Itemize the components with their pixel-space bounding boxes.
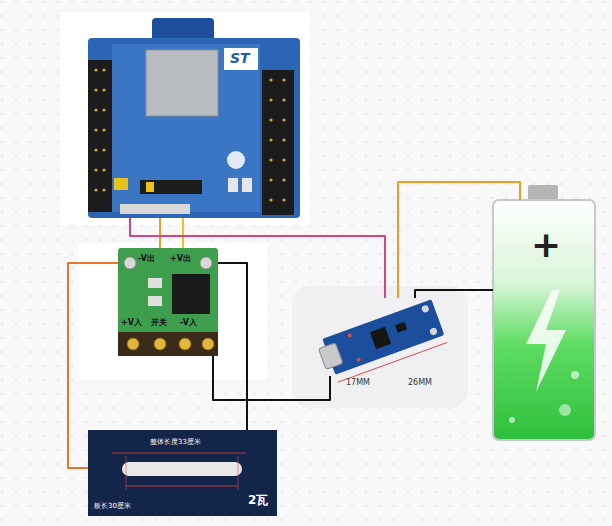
dimension-label: 17MM: [346, 378, 370, 387]
pin-label: -V入: [180, 318, 197, 327]
pin-label: +V出: [170, 254, 191, 263]
wire: [159, 218, 161, 248]
pin-label: 开关: [151, 318, 167, 327]
power-module: -V出 +V出 +V入开关 -V入: [118, 248, 218, 356]
battery-picture: [493, 185, 595, 440]
battery: +: [493, 200, 595, 440]
wire: [182, 218, 184, 248]
wire: [130, 218, 385, 298]
logo-text: ST: [230, 50, 250, 66]
wire: [218, 263, 247, 430]
wire: [213, 356, 330, 400]
polarity-sign: +: [531, 224, 561, 265]
led-strip-picture: [88, 430, 277, 516]
dimension-label: 板长30厘米: [94, 502, 131, 510]
power-label: 2瓦: [248, 494, 268, 508]
pin-label: -V出: [138, 254, 155, 263]
wire: [398, 182, 520, 298]
mcu-board-picture: [60, 12, 310, 225]
dimension-label: 26MM: [408, 378, 432, 387]
mcu-board: ST: [88, 38, 300, 218]
wire: [68, 263, 118, 468]
pin-label: +V入: [121, 318, 142, 327]
wire: [415, 290, 493, 298]
dimension-label: 整体长度33厘米: [150, 438, 201, 446]
charger-picture: [292, 286, 468, 408]
led-strip: 整体长度33厘米板长30厘米 2瓦: [88, 430, 277, 516]
charger-module: 17MM26MM: [318, 298, 448, 376]
